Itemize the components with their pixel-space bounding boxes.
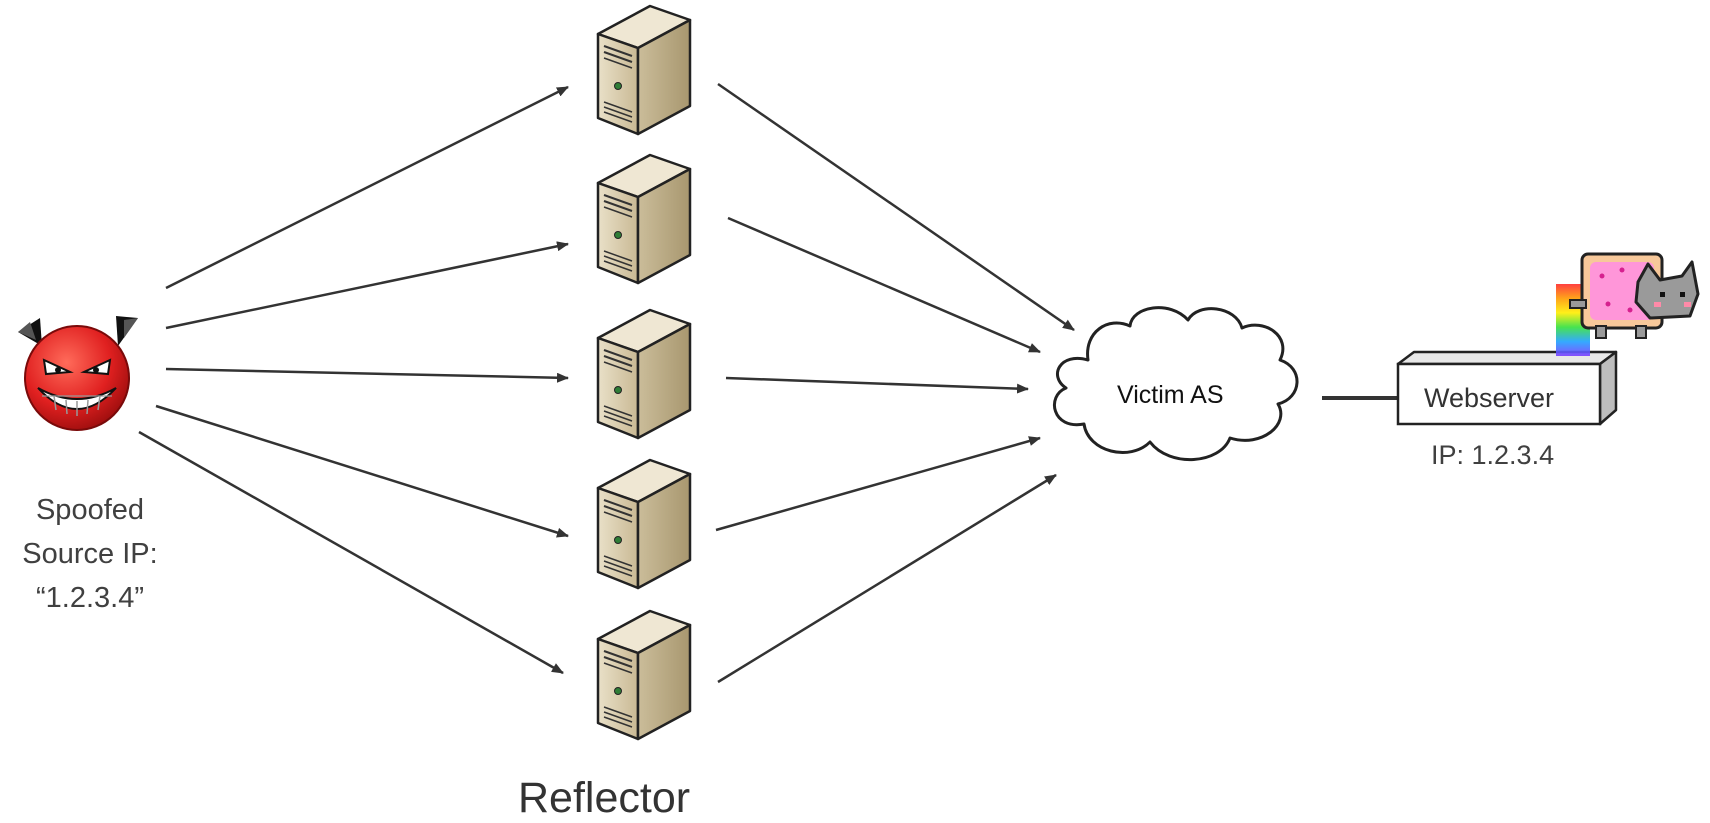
attacker-label: Spoofed Source IP: “1.2.3.4”	[0, 488, 180, 620]
devil-face-icon	[18, 316, 138, 431]
reflector-label: Reflector	[518, 774, 691, 822]
arrow-to-reflector-5	[138, 430, 564, 675]
arrow-from-reflector-3	[725, 376, 1029, 394]
reflector-server-icon-3	[596, 308, 692, 440]
attacker-label-line-3: “1.2.3.4”	[36, 582, 144, 614]
arrow-to-reflector-3	[165, 367, 569, 383]
webserver-label: Webserver	[1424, 383, 1555, 413]
reflection-arrows	[715, 82, 1075, 684]
webserver-ip-label: IP: 1.2.3.4	[1431, 440, 1555, 470]
arrow-from-reflector-4	[715, 436, 1041, 532]
arrow-from-reflector-5	[717, 473, 1057, 684]
arrow-to-reflector-1	[165, 85, 569, 290]
reflector-server-icon-5	[596, 609, 692, 741]
cloud-icon	[1052, 306, 1299, 462]
reflector-group	[596, 4, 692, 741]
reflector-server-icon-2	[596, 153, 692, 285]
arrow-to-reflector-2	[165, 241, 569, 330]
victim-as-label: Victim AS	[1117, 381, 1224, 409]
arrow-from-reflector-1	[717, 82, 1075, 332]
arrow-to-reflector-4	[155, 404, 569, 538]
attacker-label-line-2: Source IP:	[22, 538, 158, 570]
attacker-label-line-1: Spoofed	[35, 494, 145, 526]
attack-arrows	[138, 85, 569, 675]
arrow-from-reflector-2	[727, 216, 1041, 354]
reflector-server-icon-1	[596, 4, 692, 136]
nyan-cat-icon	[1556, 252, 1700, 356]
reflector-server-icon-4	[596, 458, 692, 590]
